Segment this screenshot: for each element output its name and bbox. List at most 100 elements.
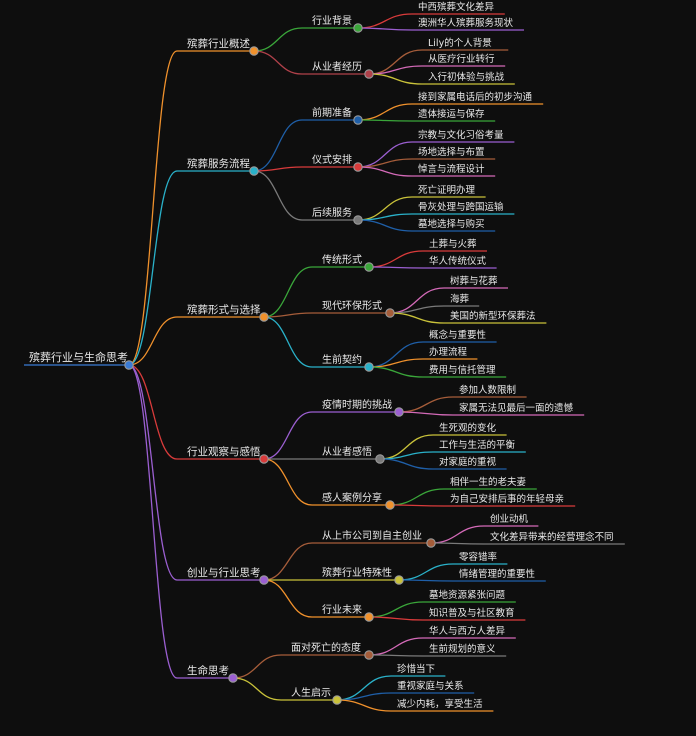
edge-topic-to-leaf bbox=[389, 312, 445, 324]
edge-topic-to-leaf bbox=[368, 637, 424, 656]
leaf-label: 悼言与流程设计 bbox=[418, 163, 485, 175]
leaf-label: Lily的个人背景 bbox=[428, 37, 492, 49]
edge-root-to-branch bbox=[128, 170, 178, 366]
edge-branch-to-topic bbox=[253, 50, 303, 75]
topic-label: 传统形式 bbox=[322, 253, 362, 266]
topic-node-dot[interactable] bbox=[375, 454, 385, 464]
edge-topic-to-leaf bbox=[368, 73, 423, 85]
topic-node-dot[interactable] bbox=[394, 407, 404, 417]
topic-label: 人生启示 bbox=[291, 686, 331, 699]
leaf-label: 接到家属电话后的初步沟通 bbox=[418, 91, 533, 103]
leaf-label: 创业动机 bbox=[490, 513, 529, 525]
branch-label: 创业与行业思考 bbox=[187, 566, 261, 579]
topic-label: 仪式安排 bbox=[312, 153, 352, 166]
topic-label: 殡葬行业特殊性 bbox=[322, 566, 392, 579]
edge-topic-to-leaf bbox=[379, 458, 434, 470]
topic-node-dot[interactable] bbox=[364, 612, 374, 622]
topic-node-dot[interactable] bbox=[353, 23, 363, 33]
leaf-label: 宗教与文化习俗考量 bbox=[418, 129, 504, 141]
topic-label: 现代环保形式 bbox=[322, 299, 382, 312]
leaf-label: 死亡证明办理 bbox=[418, 184, 476, 196]
branch-node-dot[interactable] bbox=[249, 166, 259, 176]
topic-label: 感人案例分享 bbox=[322, 491, 382, 504]
edge-root-to-branch bbox=[128, 316, 178, 366]
edge-topic-to-leaf bbox=[398, 579, 454, 582]
leaf-label: 华人传统仪式 bbox=[429, 255, 487, 267]
topic-label: 前期准备 bbox=[312, 106, 352, 119]
leaf-label: 家属无法见最后一面的遗憾 bbox=[459, 402, 574, 414]
topic-node-dot[interactable] bbox=[364, 262, 374, 272]
edge-topic-to-leaf bbox=[398, 411, 454, 416]
leaf-label: 墓地选择与购买 bbox=[418, 218, 485, 230]
leaf-label: 为自己安排后事的年轻母亲 bbox=[450, 493, 564, 505]
edge-topic-to-leaf bbox=[368, 616, 424, 621]
topic-node-dot[interactable] bbox=[332, 695, 342, 705]
topic-node-dot[interactable] bbox=[364, 362, 374, 372]
topic-node-dot[interactable] bbox=[385, 500, 395, 510]
edge-topic-to-leaf bbox=[357, 119, 413, 122]
branch-node-dot[interactable] bbox=[259, 454, 269, 464]
topic-node-dot[interactable] bbox=[353, 162, 363, 172]
edge-topic-to-leaf bbox=[368, 601, 424, 618]
leaf-label: 中西殡葬文化差异 bbox=[418, 1, 495, 13]
leaf-label: 情绪管理的重要性 bbox=[459, 568, 536, 580]
edge-topic-to-leaf bbox=[368, 366, 424, 378]
edge-topic-to-leaf bbox=[368, 266, 424, 269]
branch-label: 殡葬形式与选择 bbox=[187, 303, 261, 316]
topic-label: 生前契约 bbox=[322, 353, 362, 366]
edge-root-to-branch bbox=[128, 364, 178, 679]
edge-topic-to-leaf bbox=[368, 250, 424, 268]
leaf-label: 澳洲华人殡葬服务现状 bbox=[418, 17, 514, 29]
branch-node-dot[interactable] bbox=[259, 312, 269, 322]
edge-topic-to-leaf bbox=[357, 213, 413, 221]
leaf-label: 海葬 bbox=[450, 293, 470, 305]
topic-node-dot[interactable] bbox=[385, 308, 395, 318]
leaf-label: 参加人数限制 bbox=[459, 384, 516, 396]
edge-branch-to-topic bbox=[232, 654, 282, 679]
topic-node-dot[interactable] bbox=[353, 115, 363, 125]
edge-topic-to-leaf bbox=[357, 166, 413, 177]
edge-topic-to-leaf bbox=[357, 103, 413, 121]
topic-node-dot[interactable] bbox=[364, 650, 374, 660]
leaf-label: 知识普及与社区教育 bbox=[429, 607, 515, 619]
edge-root-to-branch bbox=[128, 364, 178, 581]
topic-node-dot[interactable] bbox=[394, 575, 404, 585]
leaf-label: 重视家庭与关系 bbox=[397, 680, 464, 692]
branch-label: 殡葬行业概述 bbox=[187, 37, 250, 50]
edge-branch-to-topic bbox=[253, 119, 303, 172]
root-node-dot[interactable] bbox=[124, 360, 134, 370]
leaf-label: 零容错率 bbox=[459, 551, 498, 563]
leaf-label: 从医疗行业转行 bbox=[428, 53, 495, 65]
topic-node-dot[interactable] bbox=[426, 538, 436, 548]
leaf-label: 入行初体验与挑战 bbox=[428, 71, 505, 83]
branch-label: 殡葬服务流程 bbox=[187, 157, 250, 170]
topic-label: 面对死亡的态度 bbox=[291, 641, 361, 654]
branch-node-dot[interactable] bbox=[228, 673, 238, 683]
edge-topic-to-leaf bbox=[368, 654, 424, 657]
edge-topic-to-leaf bbox=[398, 563, 454, 581]
topic-node-dot[interactable] bbox=[364, 69, 374, 79]
branch-node-dot[interactable] bbox=[259, 575, 269, 585]
leaf-label: 土葬与火葬 bbox=[429, 238, 477, 250]
topic-label: 从业者感悟 bbox=[322, 445, 372, 458]
branch-label: 生命思考 bbox=[187, 664, 229, 677]
leaf-label: 生前规划的意义 bbox=[429, 643, 496, 655]
topic-label: 行业背景 bbox=[312, 14, 352, 27]
edge-branch-to-topic bbox=[263, 266, 313, 318]
edge-topic-to-leaf bbox=[389, 504, 445, 507]
leaf-label: 概念与重要性 bbox=[429, 329, 487, 341]
topic-label: 行业未来 bbox=[322, 603, 362, 616]
root-node-label: 殡葬行业与生命思考 bbox=[29, 350, 128, 364]
leaf-label: 减少内耗，享受生活 bbox=[397, 698, 483, 710]
edge-topic-to-leaf bbox=[398, 396, 454, 413]
edge-topic-to-leaf bbox=[389, 488, 445, 506]
edge-branch-to-topic bbox=[253, 166, 303, 172]
edge-branch-to-topic bbox=[263, 579, 313, 618]
edge-root-to-branch bbox=[128, 364, 178, 460]
edge-branch-to-topic bbox=[232, 677, 282, 701]
leaf-label: 墓地资源紧张问题 bbox=[429, 589, 506, 601]
edge-branch-to-topic bbox=[263, 316, 313, 368]
topic-node-dot[interactable] bbox=[353, 215, 363, 225]
branch-node-dot[interactable] bbox=[249, 46, 259, 56]
